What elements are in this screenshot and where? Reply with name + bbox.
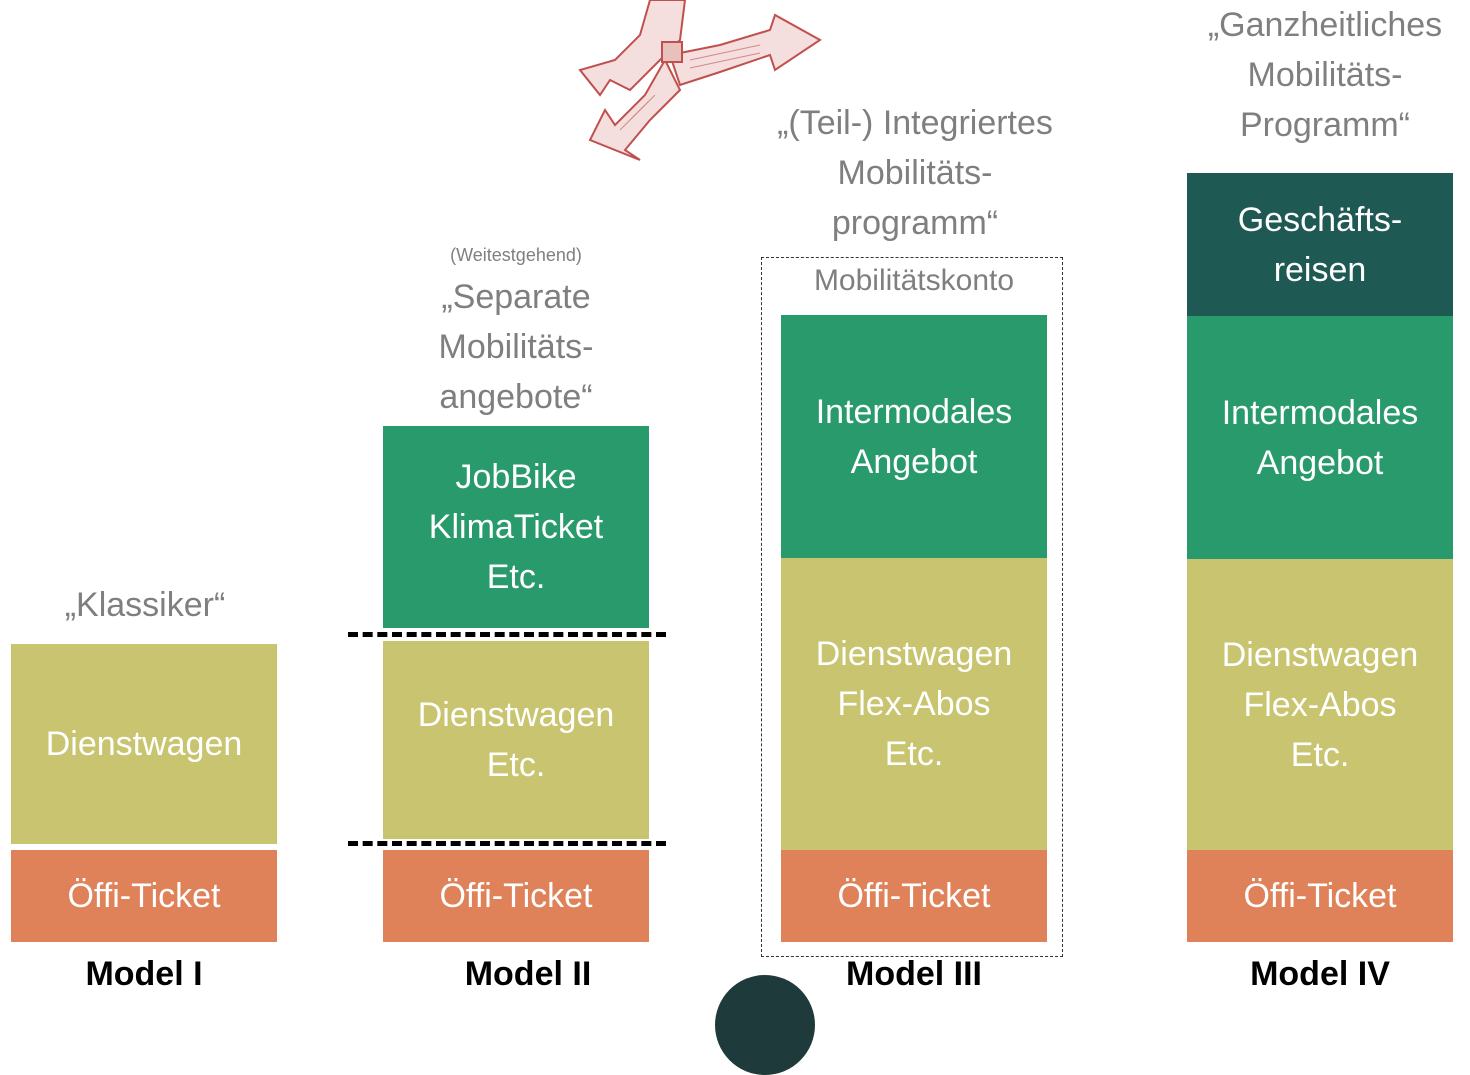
model3-title: „(Teil-) Integriertes Mobilitäts- progra… — [777, 104, 1053, 242]
model1-block-dienstwagen: Dienstwagen — [11, 644, 277, 844]
model1-label: Model I — [85, 955, 203, 993]
model1-title: „Klassiker“ — [64, 586, 226, 624]
model4-block-geschaeftsreisen: Geschäfts- reisen — [1187, 173, 1453, 316]
crossroads-arrows-icon — [578, 0, 822, 161]
model2-divider-top — [348, 632, 666, 637]
model2-title: „Separate Mobilitäts- angebote“ — [438, 278, 594, 416]
model2-block-oeffi-ticket: Öffi-Ticket — [383, 850, 649, 942]
model1-block-oeffi-ticket: Öffi-Ticket — [11, 850, 277, 942]
model3-block-intermodal: Intermodales Angebot — [781, 315, 1047, 558]
mobilitaetskonto-label: Mobilitätskonto — [781, 264, 1047, 298]
model2-block-dienstwagen: Dienstwagen Etc. — [383, 641, 649, 839]
model3-label: Model III — [846, 955, 982, 993]
mobilitaetskonto-frame — [761, 257, 1063, 957]
model2-block-jobbike: JobBike KlimaTicket Etc. — [383, 426, 649, 628]
model2-note: (Weitestgehend) — [450, 245, 582, 265]
model4-label: Model IV — [1250, 955, 1390, 993]
model4-block-oeffi-ticket: Öffi-Ticket — [1187, 850, 1453, 942]
model4-title: „Ganzheitliches Mobilitäts- Programm“ — [1207, 6, 1443, 144]
model4-block-dienstwagen: Dienstwagen Flex-Abos Etc. — [1187, 559, 1453, 850]
decorative-circle — [715, 975, 815, 1075]
model2-label: Model II — [464, 955, 592, 993]
model3-block-oeffi-ticket: Öffi-Ticket — [781, 850, 1047, 942]
model3-block-dienstwagen: Dienstwagen Flex-Abos Etc. — [781, 558, 1047, 850]
model2-divider-bottom — [348, 841, 666, 846]
model4-block-intermodal: Intermodales Angebot — [1187, 316, 1453, 559]
